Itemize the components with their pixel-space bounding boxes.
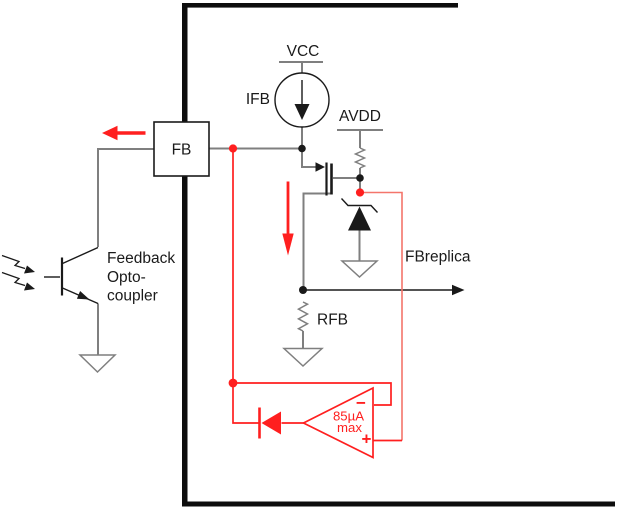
mosfet (315, 162, 333, 196)
fb-pin-label: FB (172, 142, 192, 159)
clamp-diode-triangle (261, 411, 281, 435)
opamp-noninverting-marker: + (362, 430, 372, 449)
current-direction-arrows (102, 125, 294, 256)
ic-boundary-top (182, 3, 458, 8)
mosfet-gate-arrow-icon (315, 162, 325, 172)
junction-red-clamp-node (228, 378, 238, 388)
opamp-current-qualifier-label: max (337, 420, 362, 435)
fb-pin-box (153, 121, 210, 177)
labels: VCC IFB AVDD FBreplica RFB Feedback Opto… (107, 43, 471, 329)
junction-fb-node (298, 144, 306, 153)
fbreplica-arrow-icon (452, 284, 465, 296)
junction-red-fb-node (228, 144, 238, 153)
photon-arrow-1-head (24, 265, 35, 274)
ic-boundary-bottom (182, 501, 615, 507)
zener-cathode-bar (340, 198, 379, 213)
rfb-current-arrow-icon (282, 233, 294, 256)
photon-arrows-icon (1, 254, 35, 291)
opto-collector-lead (62, 246, 99, 265)
rfb-resistor (296, 301, 310, 332)
avdd-label: AVDD (339, 108, 381, 125)
opto-emitter-arrow-icon (76, 291, 90, 300)
opto-label-line3: coupler (107, 288, 158, 305)
opamp-triangle (301, 386, 374, 459)
clamp-diode (258, 407, 281, 439)
opto-label-line2: Opto- (107, 269, 146, 286)
ground-symbol-zener (340, 260, 379, 279)
current-source-arrow-head (294, 104, 310, 120)
zener-diode (340, 198, 379, 231)
avdd-resistor (353, 147, 367, 169)
current-source-circle (274, 72, 330, 128)
ic-boundary-left (182, 3, 188, 507)
ifb-current-source (274, 72, 330, 128)
red-wire-diode-to-node (232, 384, 259, 424)
ifb-label: IFB (246, 91, 270, 108)
fbreplica-output (303, 284, 465, 296)
ground-symbol-opto (78, 354, 117, 374)
ic-boundary (182, 3, 615, 507)
wire-source-to-rfb-node (302, 192, 332, 290)
zener-anode-triangle (348, 206, 371, 231)
ground-symbol-rfb (282, 347, 324, 368)
opamp-current-label: 85µA (333, 409, 364, 424)
fb-current-arrow-icon (102, 125, 118, 141)
junction-dots (228, 144, 365, 388)
rfb-label: RFB (317, 312, 348, 329)
red-wire-inverting-input (233, 382, 392, 406)
junction-drain-node (356, 174, 364, 182)
opamp: − + 85µA max (301, 386, 374, 459)
photon-arrow-2 (1, 271, 26, 287)
opto-label-line1: Feedback (107, 250, 175, 267)
photon-arrow-2-head (24, 282, 35, 291)
junction-rfb-node (299, 286, 307, 294)
photon-arrow-1 (1, 254, 26, 270)
optocoupler-transistor (1, 246, 99, 305)
junction-red-sense-node (355, 188, 365, 197)
wire-fb-to-opto (97, 148, 154, 247)
fb-pin: FB (153, 121, 210, 177)
fbreplica-label: FBreplica (405, 249, 471, 266)
opamp-inverting-marker: − (356, 394, 366, 413)
clamp-network: − + 85µA max (232, 148, 403, 459)
vcc-label: VCC (287, 43, 320, 60)
red-wire-sense (360, 191, 403, 441)
wire-node-to-gate (301, 148, 317, 168)
